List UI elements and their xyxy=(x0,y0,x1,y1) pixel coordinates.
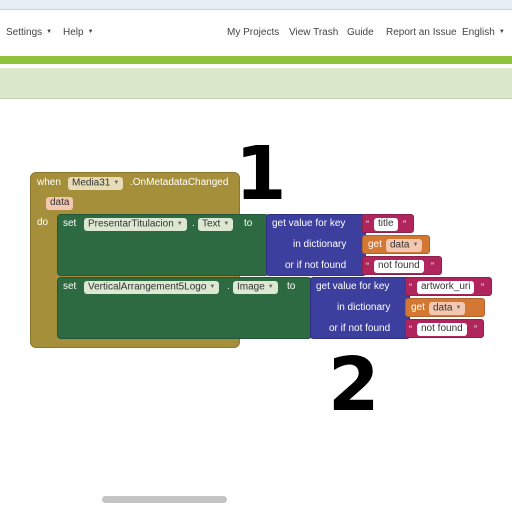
caret-down-icon: ▼ xyxy=(498,29,505,36)
to-label: to xyxy=(287,281,296,292)
my-projects-link[interactable]: My Projects xyxy=(227,27,280,38)
get-label: get xyxy=(411,302,425,313)
dot-label: . xyxy=(227,281,230,292)
in-dictionary-label: in dictionary xyxy=(293,239,347,250)
caret-down-icon: ▼ xyxy=(223,221,230,227)
language-menu[interactable]: English▼ xyxy=(462,27,505,38)
quote-icon: ” xyxy=(474,324,477,334)
caret-down-icon: ▼ xyxy=(46,29,53,36)
quote-icon: “ xyxy=(366,219,369,229)
report-issue-link[interactable]: Report an Issue xyxy=(386,27,457,38)
when-label: when xyxy=(37,177,61,188)
or-if-not-found-label: or if not found xyxy=(285,260,347,271)
caret-down-icon: ▼ xyxy=(176,221,183,227)
designer-toolbar xyxy=(0,68,512,99)
caret-down-icon: ▼ xyxy=(267,284,274,290)
view-trash-link[interactable]: View Trash xyxy=(289,27,339,38)
get-value-label: get value for key xyxy=(272,218,346,229)
caret-down-icon: ▼ xyxy=(209,284,216,290)
top-menu-bar: Settings▼ Help▼ My Projects View Trash G… xyxy=(0,10,512,57)
event-parameter[interactable]: data xyxy=(46,197,74,210)
get-label: get xyxy=(368,239,382,250)
quote-icon: ” xyxy=(403,219,406,229)
quote-icon: “ xyxy=(409,324,412,334)
or-if-not-found-label: or if not found xyxy=(329,323,391,334)
text-value[interactable]: title xyxy=(374,218,398,231)
component-dropdown[interactable]: PresentarTitulacion▼ xyxy=(84,218,187,231)
caret-down-icon: ▼ xyxy=(455,305,462,311)
do-label: do xyxy=(37,217,49,228)
caret-down-icon: ▼ xyxy=(87,29,94,36)
quote-icon: “ xyxy=(409,282,412,292)
dictionary-lookup-block[interactable] xyxy=(310,277,410,339)
settings-menu[interactable]: Settings▼ xyxy=(6,27,53,38)
help-menu[interactable]: Help▼ xyxy=(63,27,94,38)
set-label: set xyxy=(63,281,77,292)
text-value[interactable]: not found xyxy=(417,323,467,336)
caret-down-icon: ▼ xyxy=(113,180,120,186)
browser-top-strip xyxy=(0,0,512,10)
horizontal-scrollbar[interactable] xyxy=(102,496,227,503)
to-label: to xyxy=(244,218,253,229)
quote-icon: “ xyxy=(366,261,369,271)
annotation-number-2: 2 xyxy=(328,342,380,428)
property-dropdown[interactable]: Image▼ xyxy=(233,281,278,294)
get-value-label: get value for key xyxy=(316,281,390,292)
quote-icon: ” xyxy=(431,261,434,271)
text-value[interactable]: not found xyxy=(374,260,424,273)
divider xyxy=(0,64,512,68)
property-dropdown[interactable]: Text▼ xyxy=(198,218,234,231)
set-label: set xyxy=(63,218,77,229)
event-name: .OnMetadataChanged xyxy=(130,177,229,188)
green-accent-bar xyxy=(0,56,512,64)
quote-icon: ” xyxy=(481,282,484,292)
variable-dropdown[interactable]: data▼ xyxy=(386,239,423,252)
component-dropdown[interactable]: Media31▼ xyxy=(68,177,124,190)
component-dropdown[interactable]: VerticalArrangement5Logo▼ xyxy=(84,281,220,294)
text-value[interactable]: artwork_uri xyxy=(417,281,475,294)
caret-down-icon: ▼ xyxy=(412,242,419,248)
dot-label: . xyxy=(192,218,195,229)
in-dictionary-label: in dictionary xyxy=(337,302,391,313)
variable-dropdown[interactable]: data▼ xyxy=(429,302,466,315)
dictionary-lookup-block[interactable] xyxy=(266,214,366,276)
guide-link[interactable]: Guide xyxy=(347,27,374,38)
annotation-number-1: 1 xyxy=(235,131,287,217)
